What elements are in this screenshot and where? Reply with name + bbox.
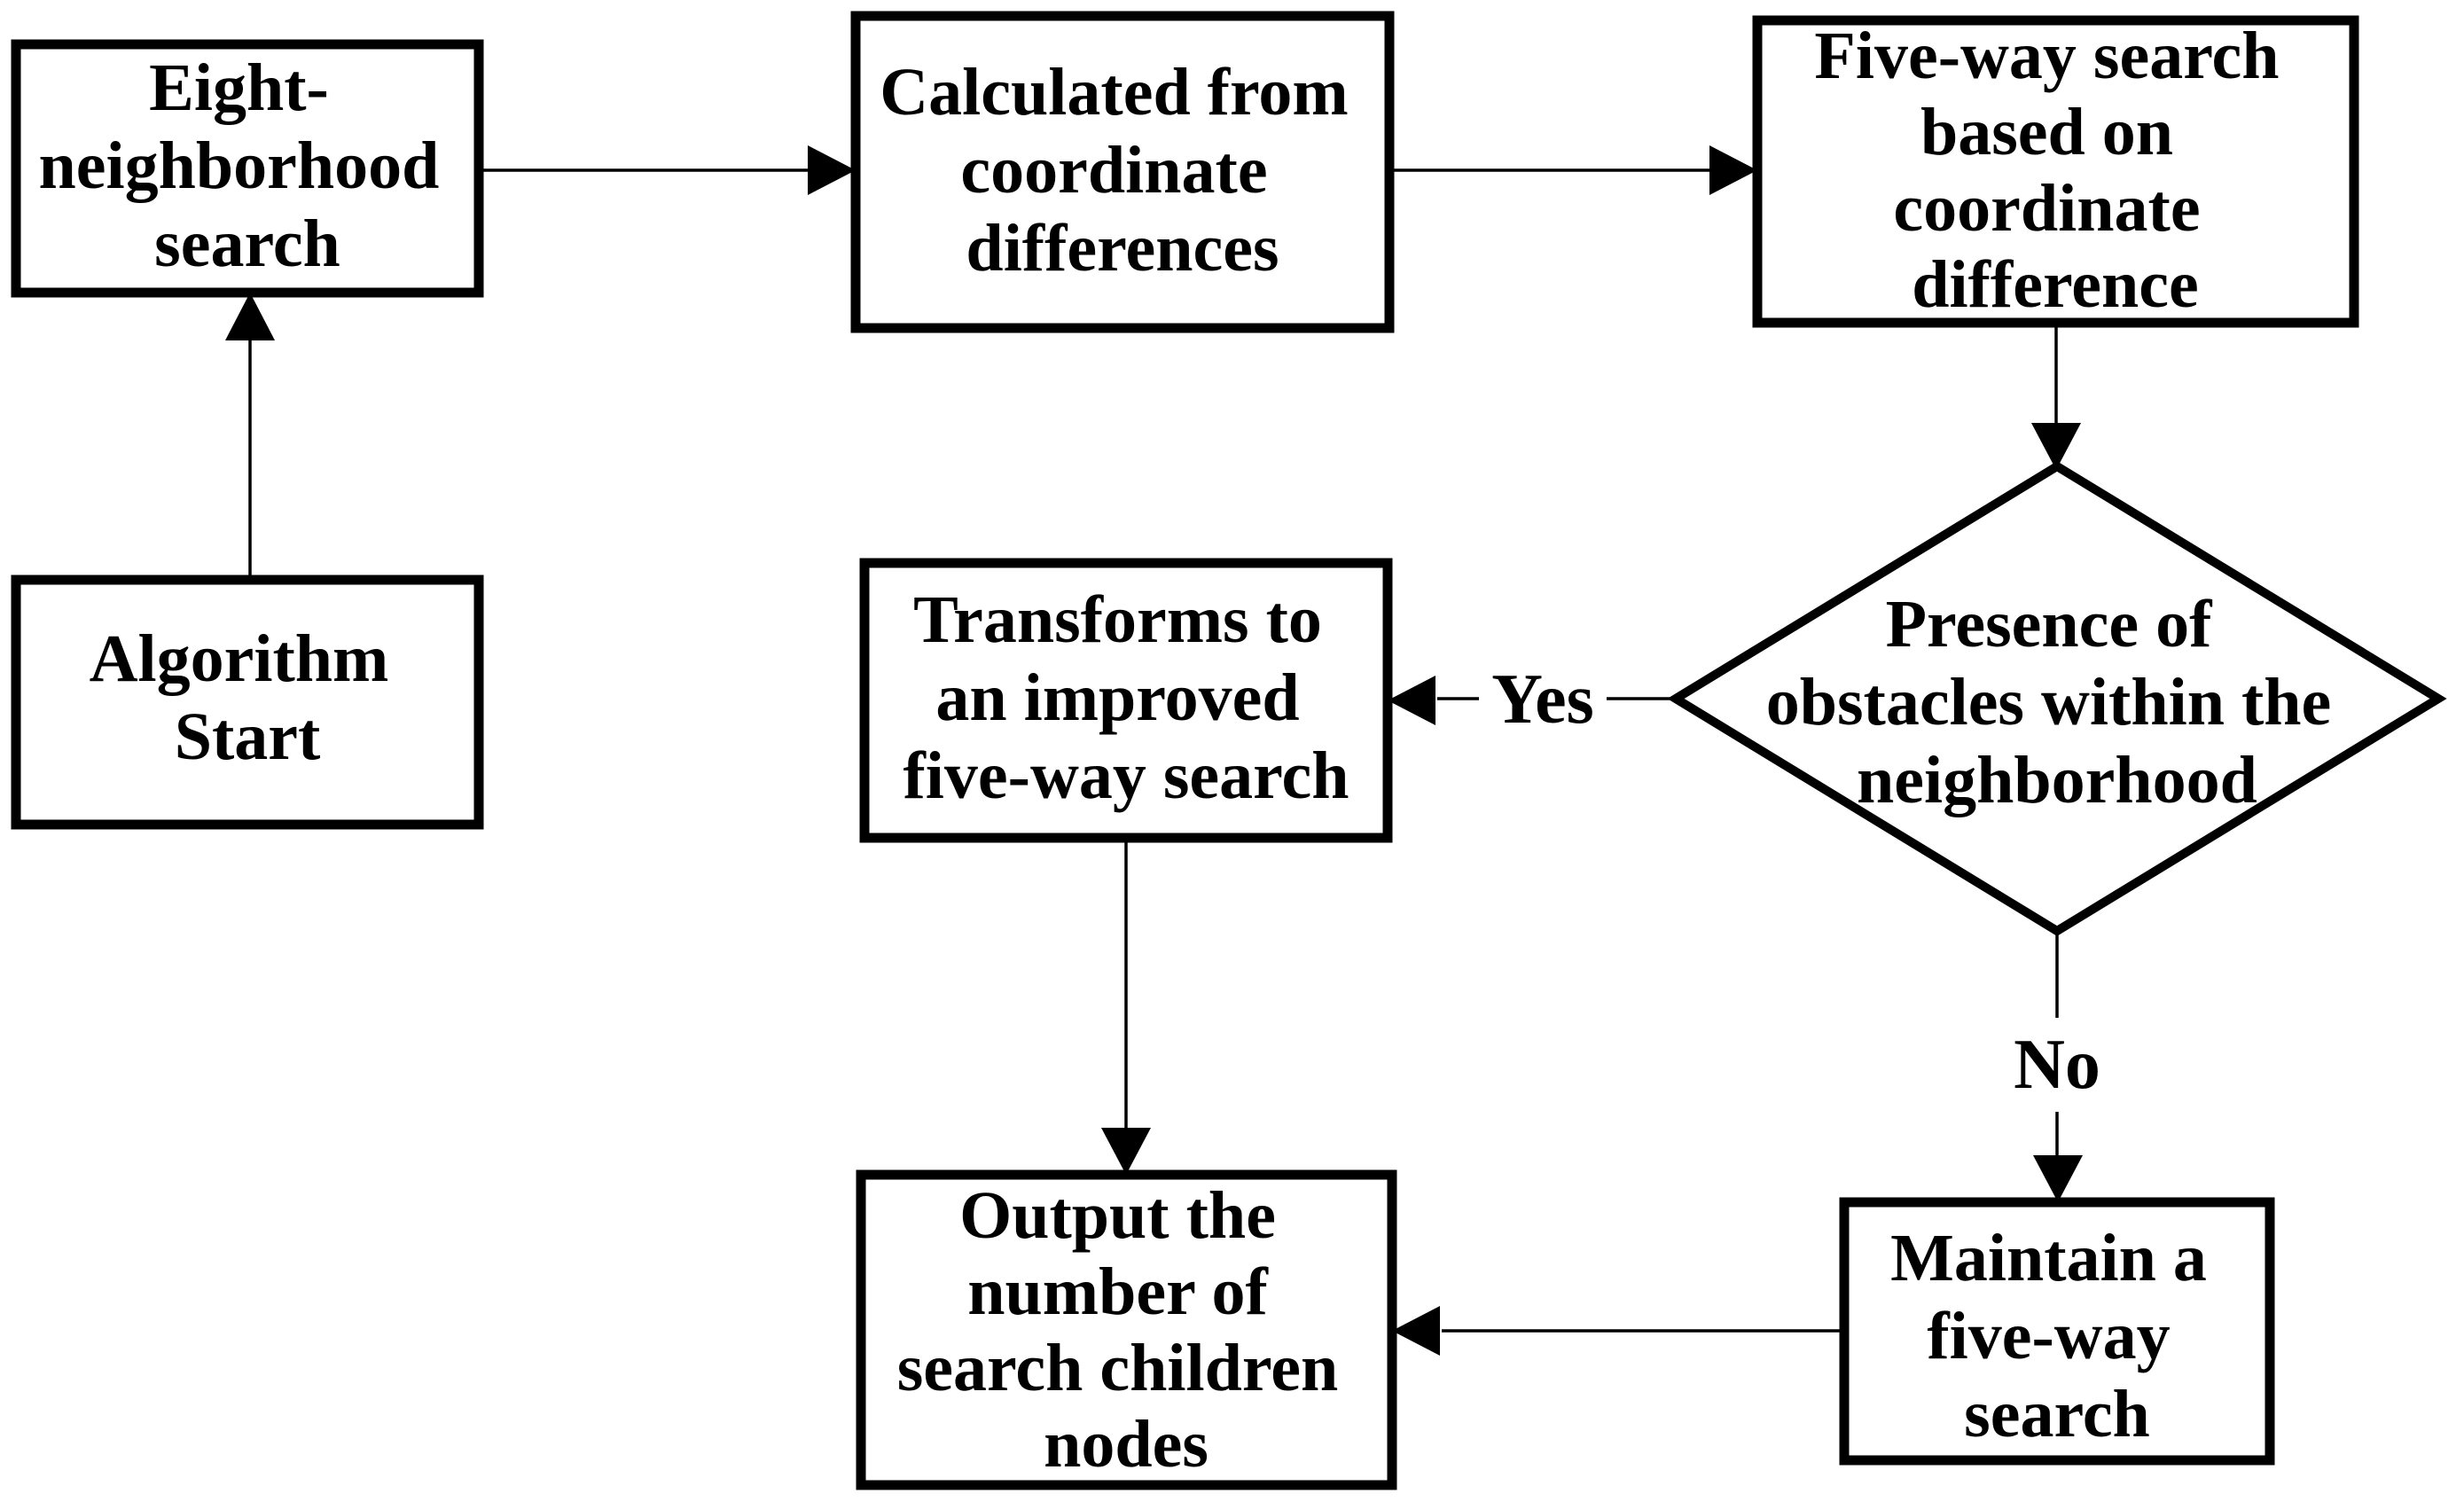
node-label: Eight- neighborhood search: [39, 51, 457, 281]
edge-eight-neighborhood-to-calculated: [479, 145, 856, 195]
edge-calculated-to-five-way: [1389, 145, 1757, 195]
arrow-down-icon: [2033, 1155, 2083, 1202]
node-label-line: Presence of: [1886, 587, 2214, 661]
arrow-left-icon: [1388, 676, 1435, 725]
node-calculated-from-coordinate-differences: Calculated from coordinate differences: [850, 11, 1395, 333]
node-label-line: Calculated from: [880, 55, 1348, 129]
process-box: [856, 1169, 1397, 1490]
node-algorithm-start: Algorithm Start: [11, 575, 484, 830]
process-box: [850, 11, 1395, 333]
node-label-line: differences: [966, 211, 1279, 285]
arrow-up-icon: [225, 293, 275, 340]
arrow-right-icon: [1709, 145, 1757, 195]
node-label-line: coordinate: [1893, 171, 2200, 246]
node-label: Output the number of search children nod…: [897, 1178, 1356, 1482]
process-box: [1839, 1197, 2275, 1466]
edge-transforms-to-output: [1101, 838, 1151, 1175]
edge-five-way-to-decision: [2031, 323, 2081, 470]
node-maintain-five-way-search: Maintain a five-way search: [1839, 1197, 2275, 1466]
node-label-line: Algorithm: [90, 622, 389, 696]
node-label-line: five-way search: [903, 739, 1349, 813]
node-label-line: search: [1964, 1377, 2150, 1451]
arrow-right-icon: [808, 145, 856, 195]
edge-decision-yes-to-transforms: Yes: [1388, 661, 1676, 739]
node-label-line: search children: [897, 1331, 1339, 1405]
node-label-line: search: [154, 207, 340, 281]
node-label-line: coordinate: [960, 133, 1267, 207]
node-label-line: Five-way search: [1814, 19, 2279, 93]
edge-label-yes: Yes: [1491, 661, 1594, 739]
node-label-line: neighborhood: [1857, 743, 2257, 817]
node-eight-neighborhood-search: Eight- neighborhood search: [11, 39, 484, 298]
process-box: [11, 39, 484, 298]
node-label: Algorithm Start: [90, 622, 406, 774]
node-label-line: neighborhood: [39, 129, 440, 203]
decision-diamond: [1667, 461, 2447, 936]
node-label-line: obstacles within the: [1766, 665, 2332, 739]
edge-maintain-to-output: [1392, 1306, 1844, 1356]
node-label-line: based on: [1920, 95, 2173, 169]
node-label: Presence of obstacles within the neighbo…: [1766, 587, 2349, 817]
process-box: [859, 558, 1393, 843]
node-label-line: Start: [175, 700, 321, 774]
node-label-line: number of: [967, 1255, 1269, 1329]
arrow-left-icon: [1392, 1306, 1440, 1356]
node-transforms-to-improved-five-way-search: Transforms to an improved five-way searc…: [859, 558, 1393, 843]
arrow-down-icon: [1101, 1128, 1151, 1175]
node-label-line: Maintain a: [1890, 1221, 2207, 1295]
edge-start-to-eight-neighborhood: [225, 293, 275, 580]
node-label-line: nodes: [1044, 1407, 1209, 1482]
process-box: [11, 575, 484, 830]
node-label-line: an improved: [935, 661, 1299, 735]
edge-decision-no-to-maintain: No: [2014, 931, 2100, 1202]
node-label-line: Transforms to: [913, 582, 1322, 657]
arrow-down-icon: [2031, 423, 2081, 470]
node-label: Transforms to an improved five-way searc…: [903, 582, 1349, 813]
node-label: Five-way search based on coordinate diff…: [1814, 19, 2296, 322]
node-label-line: Output the: [959, 1178, 1276, 1253]
node-label-line: difference: [1912, 247, 2199, 322]
node-label: Calculated from coordinate differences: [880, 55, 1365, 285]
node-output-number-of-search-children-nodes: Output the number of search children nod…: [856, 1169, 1397, 1490]
node-label-line: five-way: [1927, 1299, 2170, 1373]
process-box: [1752, 15, 2359, 328]
node-label: Maintain a five-way search: [1890, 1221, 2224, 1451]
node-label-line: Eight-: [149, 51, 329, 125]
node-five-way-search-based-on-coordinate-difference: Five-way search based on coordinate diff…: [1752, 15, 2359, 328]
edge-label-no: No: [2014, 1026, 2100, 1104]
node-presence-of-obstacles-decision: Presence of obstacles within the neighbo…: [1667, 461, 2447, 936]
